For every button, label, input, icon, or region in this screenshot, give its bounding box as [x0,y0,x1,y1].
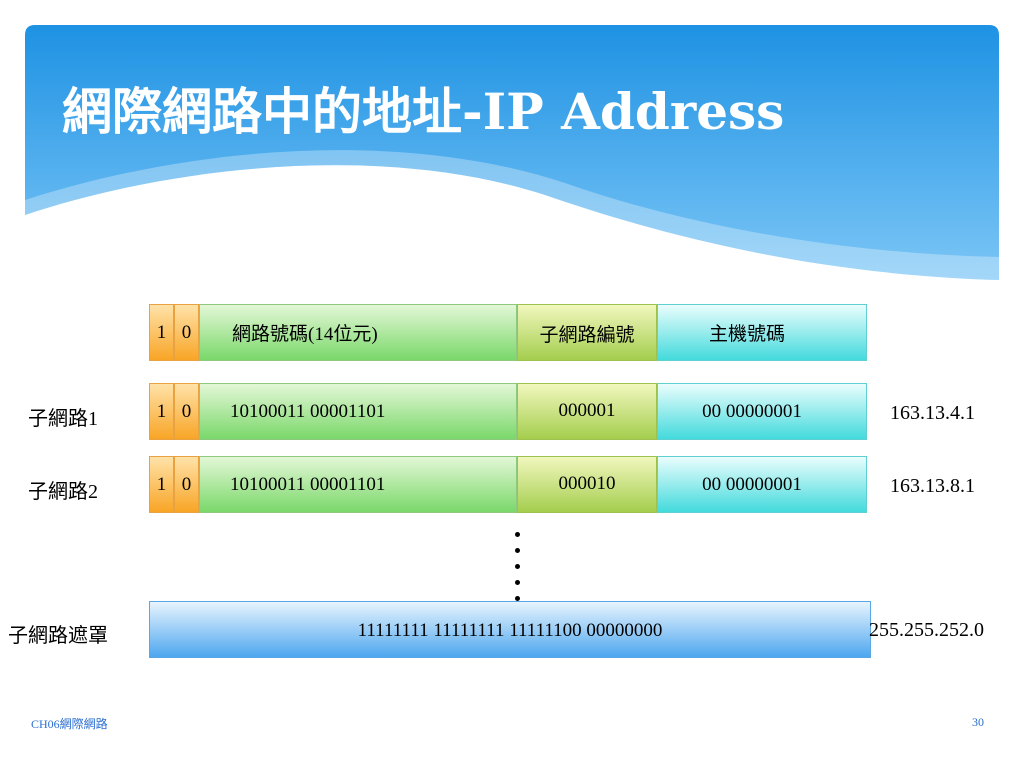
network-number-label: 網路號碼(14位元) [232,324,378,345]
network-number-field-header: 網路號碼(14位元) [199,304,517,361]
bit-value: 1 [156,473,167,495]
network-bits-value: 10100011 00001101 [230,400,386,422]
subnet-number-field-header: 子網路編號 [517,304,657,361]
bit-value: 0 [181,321,192,343]
subnet-number-label: 子網路編號 [539,325,635,346]
subnet-2-label: 子網路2 [28,481,98,503]
bit-value: 1 [156,400,167,422]
subnet-mask-bits: 11111111 11111111 11111100 00000000 [357,620,663,641]
host-bits-value: 00 00000001 [702,400,802,422]
host-bits: 00 00000001 [657,383,867,440]
subnet-bits-value: 000001 [558,400,616,421]
title-banner [25,25,999,280]
subnet-1-ip: 163.13.4.1 [890,402,975,424]
host-number-field-header: 主機號碼 [657,304,867,361]
footer-chapter: CH06網際網路 [31,717,108,731]
network-bits: 10100011 00001101 [199,383,517,440]
host-bits-value: 00 00000001 [702,473,802,495]
network-bits-value: 10100011 00001101 [230,473,386,495]
class-bit-1: 1 [149,456,174,513]
host-bits: 00 00000001 [657,456,867,513]
subnet-mask-bar: 11111111 11111111 11111100 00000000 [149,601,871,658]
ellipsis-dot [515,532,520,537]
bit-value: 0 [181,473,192,495]
subnet-bits: 000001 [517,383,657,440]
class-bit-2-header: 0 [174,304,199,361]
class-bit-2: 0 [174,383,199,440]
page-number: 30 [972,715,984,729]
subnet-mask-label: 子網路遮罩 [8,625,108,647]
slide-title: 網際網路中的地址-IP Address [62,82,785,141]
bit-value: 1 [156,321,167,343]
class-bit-1: 1 [149,383,174,440]
ellipsis-dot [515,564,520,569]
subnet-bits: 000010 [517,456,657,513]
class-bit-2: 0 [174,456,199,513]
class-bit-1-header: 1 [149,304,174,361]
ellipsis-dot [515,580,520,585]
subnet-mask-dotted: 255.255.252.0 [869,619,984,641]
network-bits: 10100011 00001101 [199,456,517,513]
subnet-2-ip: 163.13.8.1 [890,475,975,497]
subnet-1-label: 子網路1 [28,408,98,430]
ellipsis-dot [515,596,520,601]
host-number-label: 主機號碼 [708,324,785,345]
bit-value: 0 [181,400,192,422]
subnet-bits-value: 000010 [558,473,616,494]
ellipsis-dot [515,548,520,553]
